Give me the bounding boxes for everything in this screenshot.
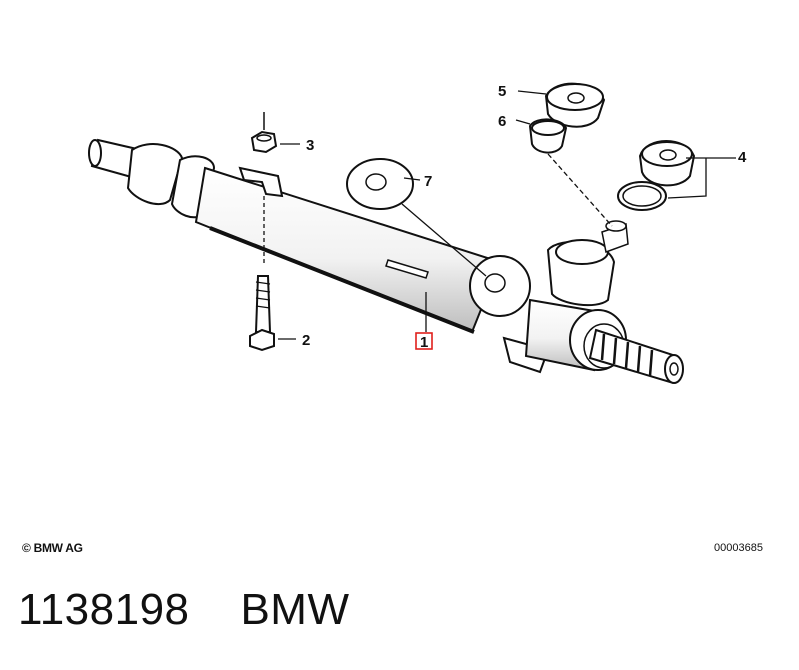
callout-6[interactable]: 6	[498, 113, 506, 130]
callout-1[interactable]: 1	[420, 334, 428, 351]
rack-housing	[88, 138, 684, 384]
nut-part-3[interactable]	[250, 112, 278, 154]
image-code: 00003685	[714, 542, 763, 554]
brand-name: BMW	[240, 585, 350, 634]
callout-4[interactable]: 4	[738, 149, 747, 166]
callout-1-highlight	[415, 332, 433, 350]
callout-labels: 1 2 3 4 5 6 7	[302, 83, 747, 351]
seal-part-4[interactable]	[617, 140, 696, 211]
callout-7[interactable]: 7	[424, 173, 432, 190]
steering-rack-diagram: 1 2 3 4 5 6 7	[88, 82, 747, 384]
callout-5[interactable]: 5	[498, 83, 506, 100]
part-number: 1138198	[18, 585, 190, 634]
bolt-part-2[interactable]	[249, 196, 275, 352]
part-title: 1138198 BMW	[18, 585, 349, 635]
grommet-part-7[interactable]	[346, 158, 487, 277]
copyright-notice: © BMW AG	[22, 541, 83, 555]
cap-part-5[interactable]	[544, 82, 606, 128]
callout-2[interactable]: 2	[302, 332, 310, 349]
callout-3[interactable]: 3	[306, 137, 314, 154]
leader-lines	[278, 90, 736, 340]
bushing-part-6[interactable]	[528, 118, 613, 227]
